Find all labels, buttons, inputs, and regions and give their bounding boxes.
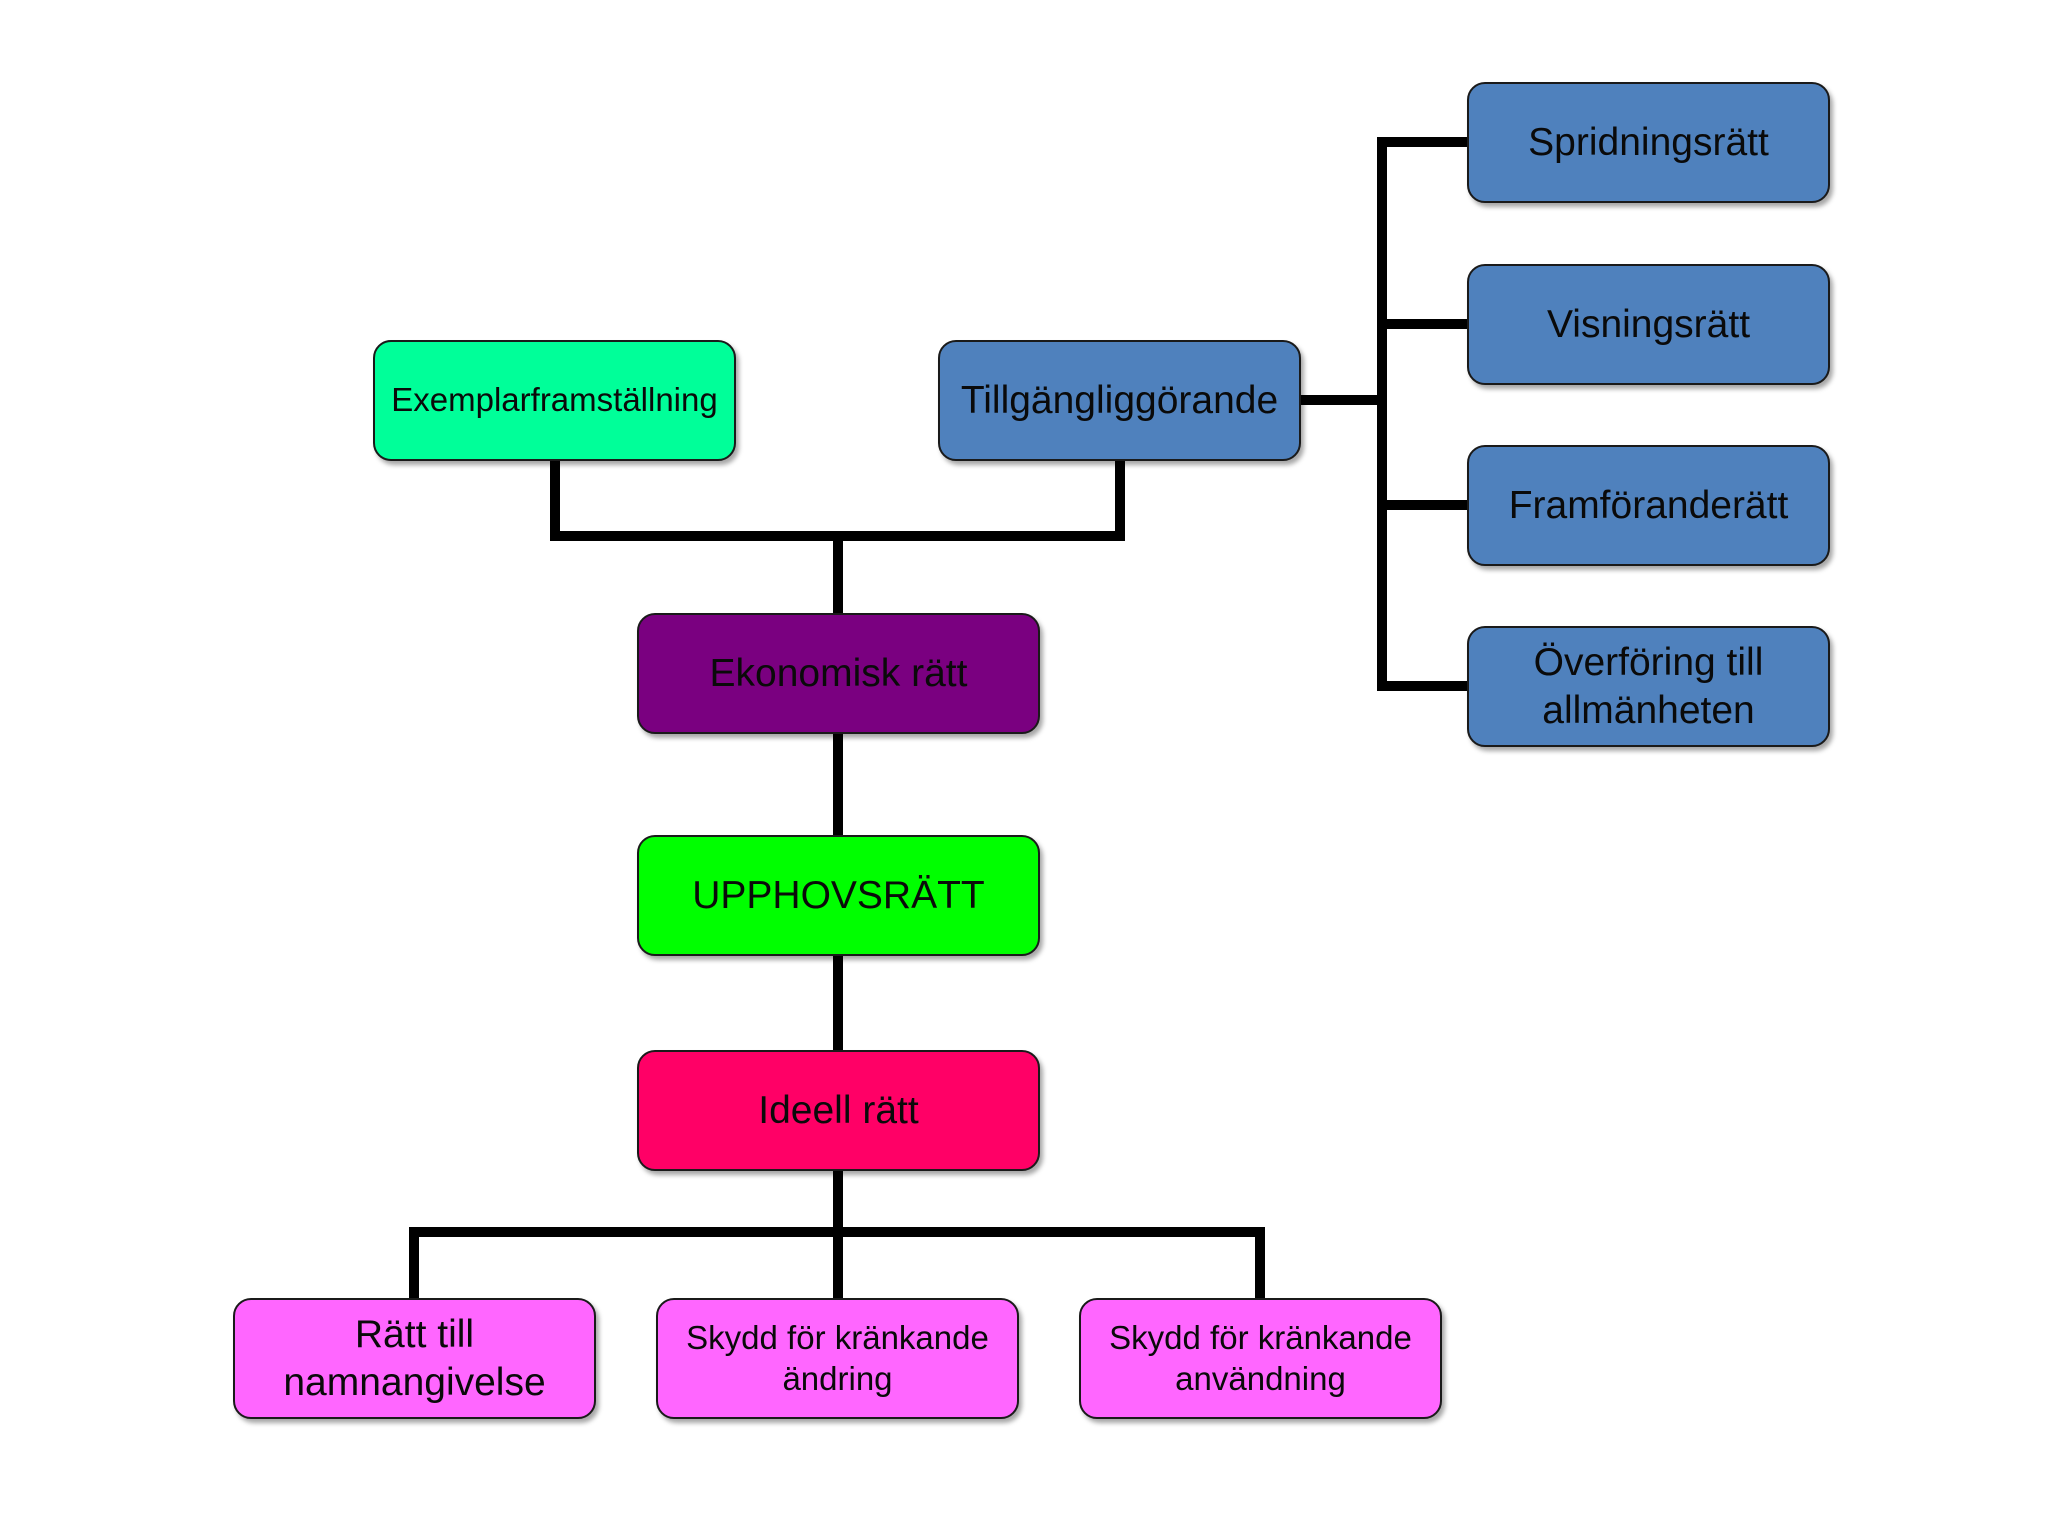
node-spridningsratt: Spridningsrätt (1467, 82, 1830, 203)
node-ratt-till-namnangivelse: Rätt till namnangivelse (233, 1298, 596, 1419)
connector-top-branch (550, 456, 1125, 541)
connector-bottom-branch (409, 1227, 1265, 1303)
node-skydd-krankande-anvandning: Skydd för kränkande användning (1079, 1298, 1442, 1419)
node-tillgangliggorande: Tillgängliggörande (938, 340, 1301, 461)
node-skydd-krankande-andring: Skydd för kränkande ändring (656, 1298, 1019, 1419)
node-ideell-ratt: Ideell rätt (637, 1050, 1040, 1171)
node-ekonomisk-ratt: Ekonomisk rätt (637, 613, 1040, 734)
node-framforanderatt: Framföranderätt (1467, 445, 1830, 566)
node-visningsratt: Visningsrätt (1467, 264, 1830, 385)
node-exemplarframstallning: Exemplarframställning (373, 340, 736, 461)
node-upphovsratt: UPPHOVSRÄTT (637, 835, 1040, 956)
node-overforing-till-allmanheten: Överföring till allmänheten (1467, 626, 1830, 747)
